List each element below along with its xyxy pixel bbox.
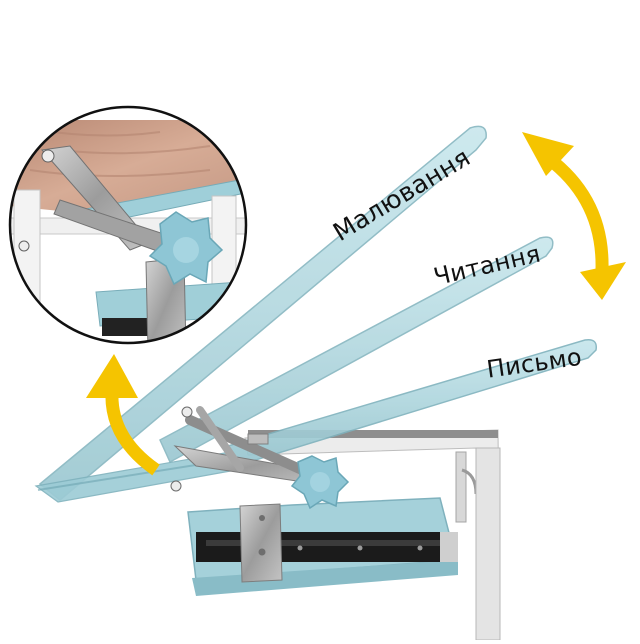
curved-up-arrow-icon	[86, 354, 160, 476]
curved-double-arrow-icon	[522, 132, 626, 300]
detail-zoom-circle	[8, 105, 248, 345]
adjustment-knob-icon[interactable]	[290, 455, 350, 510]
tabletop-reading	[159, 236, 554, 464]
desk-frame	[187, 429, 501, 641]
tabletop-drawing	[34, 125, 487, 503]
tabletop-writing	[226, 338, 598, 467]
